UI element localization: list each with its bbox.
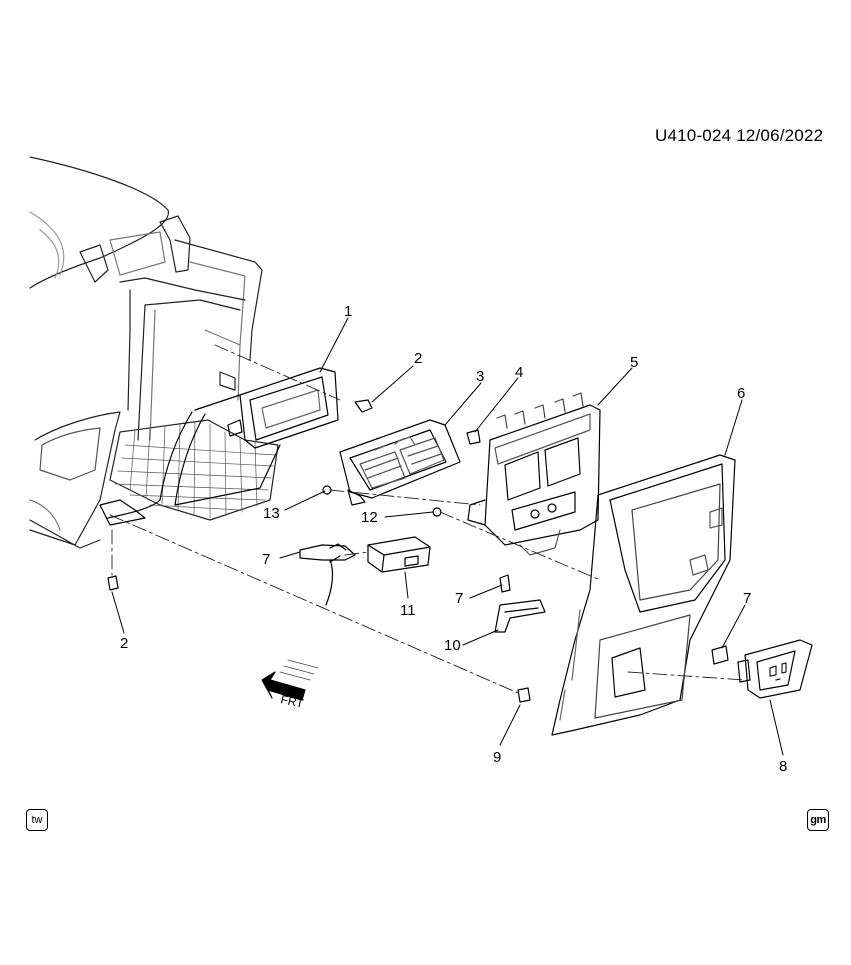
part-10-bracket [494, 599, 546, 633]
callout-7c: 7 [743, 590, 751, 607]
diagram-code: U410-024 12/06/2022 [655, 126, 824, 145]
callout-12: 12 [361, 509, 378, 526]
gm-logo-badge: gm [807, 809, 829, 831]
callout-7b: 7 [455, 590, 463, 607]
callout-2b: 2 [120, 635, 128, 652]
part-6-rear-trim-panel [551, 454, 736, 736]
assembly-lines [109, 344, 746, 694]
callout-8: 8 [779, 758, 787, 775]
callout-7a: 7 [262, 551, 270, 568]
part-5-switch-bezel [467, 392, 601, 556]
front-direction-arrow: FRT [261, 659, 319, 711]
small-fasteners [107, 399, 729, 703]
callout-2a: 2 [414, 350, 422, 367]
callout-13: 13 [263, 505, 280, 522]
callout-labels: 1 2 2 3 4 5 6 7 7 7 8 9 10 11 12 13 [120, 303, 787, 775]
callout-10: 10 [444, 637, 461, 654]
grille-mesh [109, 419, 279, 521]
part-8-power-outlet [737, 639, 813, 699]
part-3-air-outlet [339, 419, 461, 506]
callout-1: 1 [344, 303, 352, 320]
leader-lines [111, 317, 784, 756]
callout-11: 11 [400, 602, 416, 619]
frt-label: FRT [279, 692, 305, 711]
callout-3: 3 [476, 368, 484, 385]
callout-6: 6 [737, 385, 745, 402]
part-7-harness [299, 543, 356, 606]
tw-badge: tw [26, 809, 48, 831]
callout-9: 9 [493, 749, 501, 766]
callout-4: 4 [515, 364, 523, 381]
part-11-usb-module [367, 536, 431, 573]
part-1-storage-trim [99, 367, 339, 526]
console-body [29, 156, 263, 549]
callout-5: 5 [630, 354, 638, 371]
